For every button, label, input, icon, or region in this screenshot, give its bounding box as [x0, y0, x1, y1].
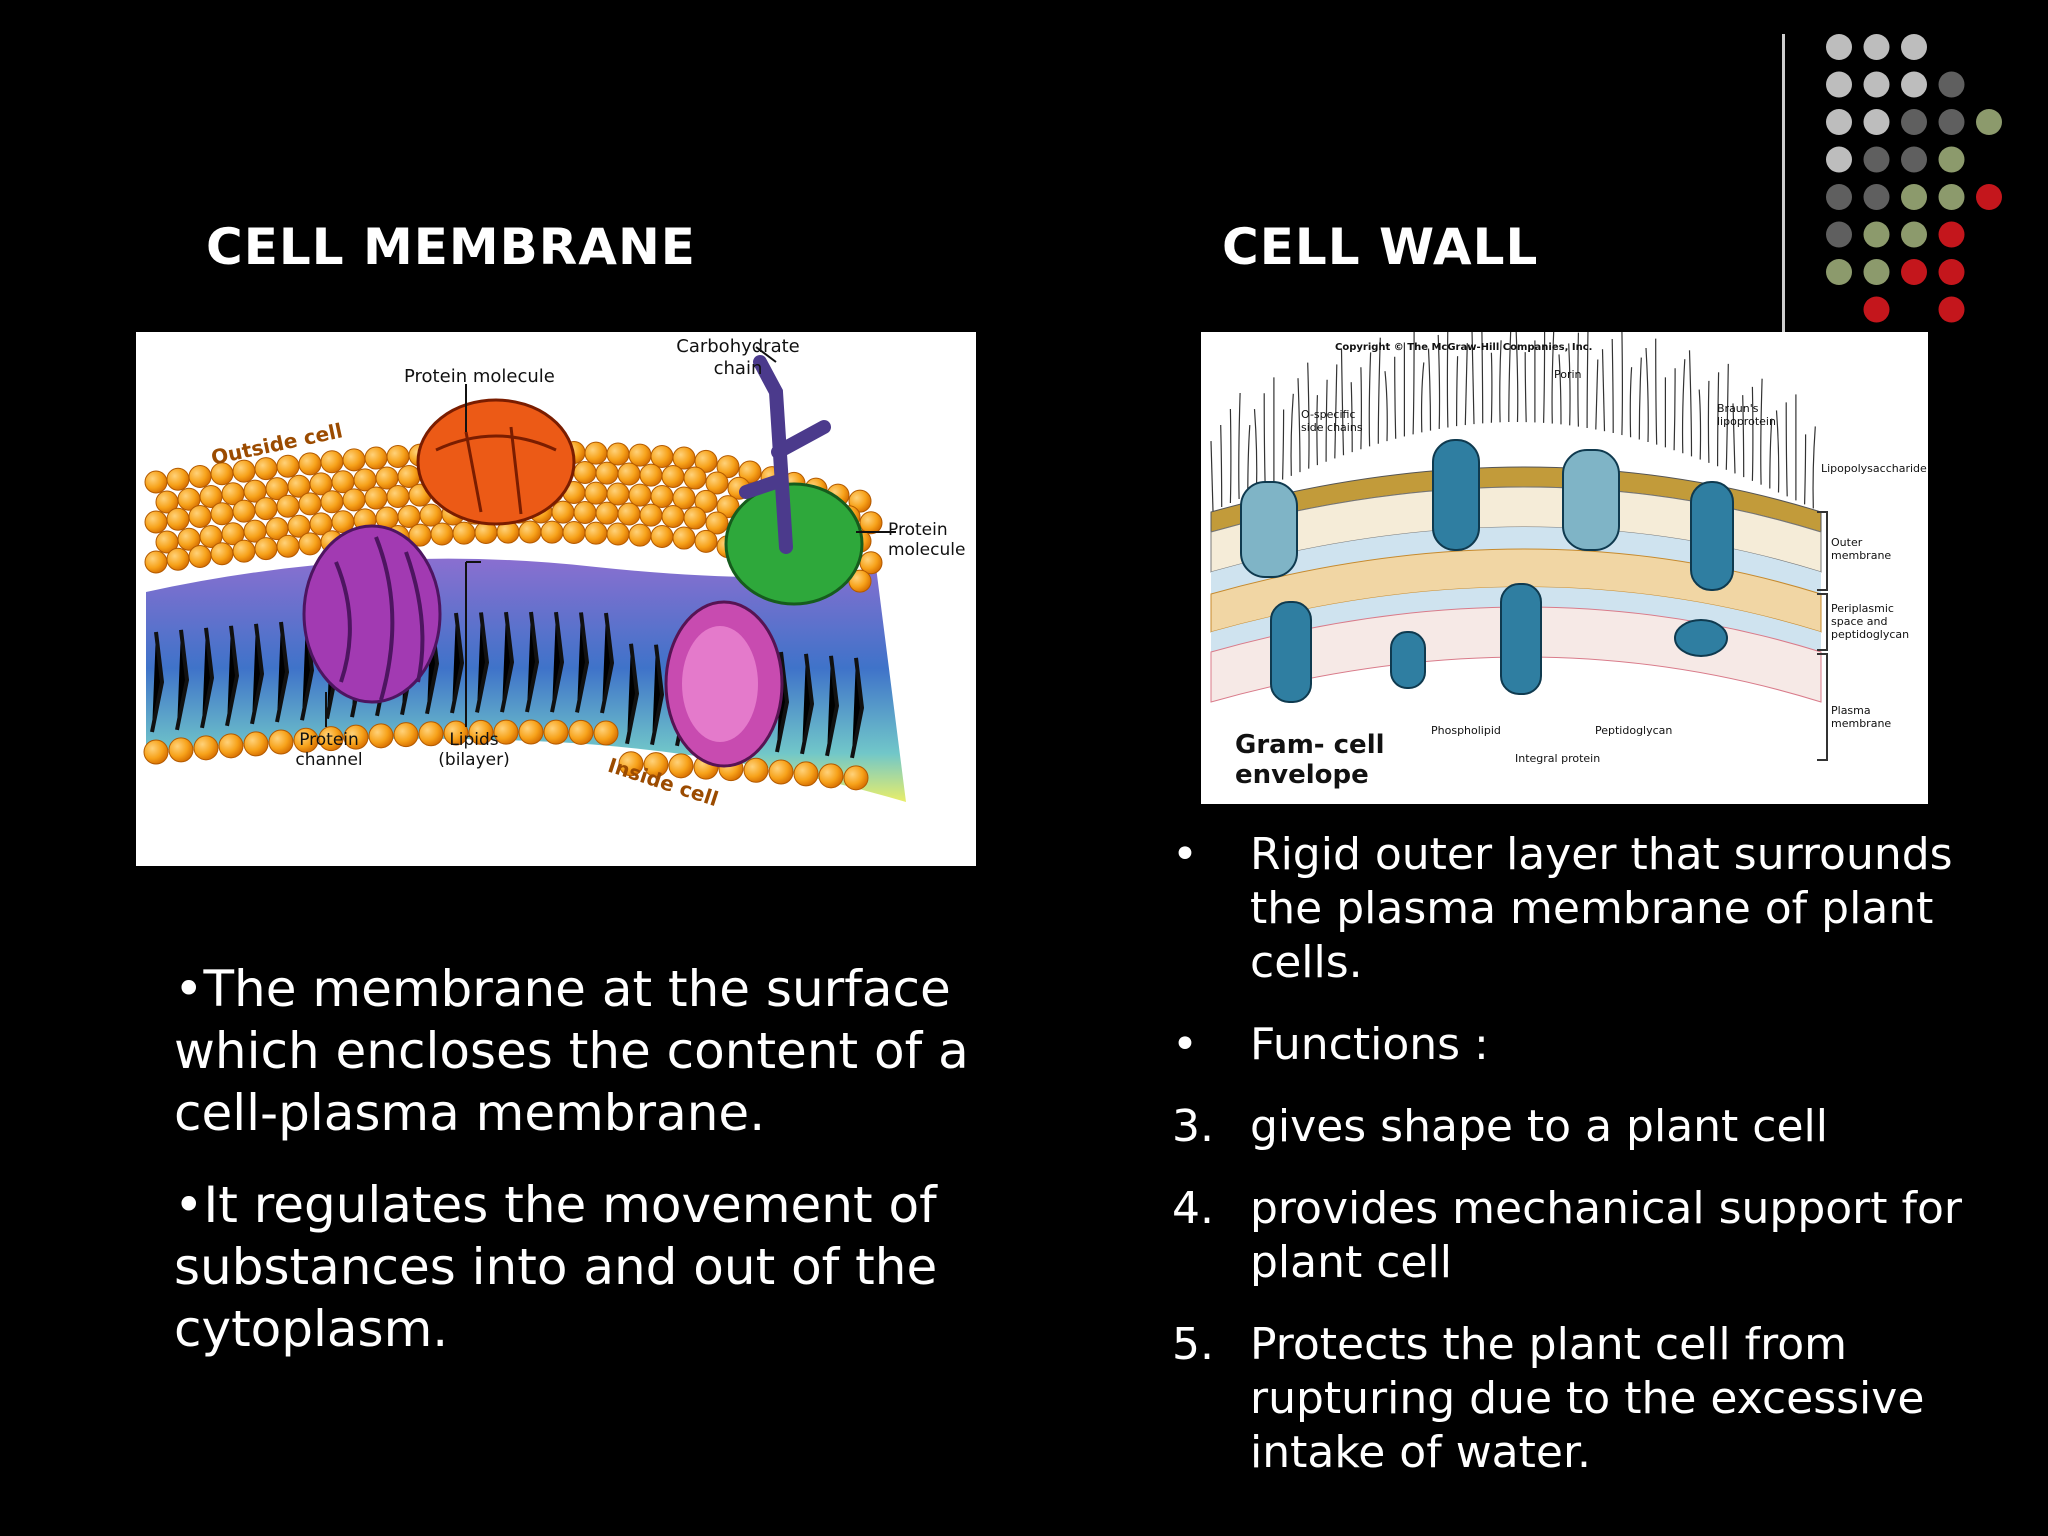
membrane-point-1: •The membrane at the surface which enclo… — [174, 960, 969, 1142]
list-item-text: provides mechanical support for plant ce… — [1250, 1183, 1963, 1288]
list-item: 3. gives shape to a plant cell — [1172, 1100, 2012, 1154]
cell-wall-heading: CELL WALL — [1222, 218, 1539, 276]
protein-channel-label: Protein channel — [295, 730, 363, 770]
decorative-dot — [1901, 109, 1927, 135]
decorative-dot — [1938, 71, 1965, 98]
protein-molecule-right-label: Protein molecule — [888, 520, 966, 560]
envelope-illustration — [1210, 332, 1828, 761]
peptidoglycan-label: Peptidoglycan — [1595, 724, 1673, 737]
decorative-dot — [1863, 221, 1890, 248]
decorative-dot — [1826, 146, 1852, 173]
list-marker: 4. — [1172, 1183, 1214, 1234]
list-item-text: Rigid outer layer that surrounds the pla… — [1250, 829, 1953, 988]
decorative-dot — [1901, 221, 1927, 248]
caption-line-1: Gram- cell — [1235, 730, 1385, 760]
cell-membrane-heading: CELL MEMBRANE — [206, 218, 696, 276]
decorative-dot — [1901, 71, 1927, 98]
decorative-dot — [1826, 71, 1852, 98]
decorative-dot — [1901, 184, 1927, 210]
membrane-illustration — [143, 346, 906, 802]
list-marker: • — [1172, 829, 1198, 880]
membrane-point-2: •It regulates the movement of substances… — [174, 1176, 938, 1358]
brauns-lipoprotein-label: Braun's lipoprotein — [1717, 402, 1776, 428]
lipids-label: Lipids (bilayer) — [438, 730, 510, 770]
decorative-dot — [1863, 184, 1890, 210]
list-item: • Functions : — [1172, 1018, 2012, 1072]
list-marker: • — [1172, 1019, 1198, 1070]
list-item: 4. provides mechanical support for plant … — [1172, 1182, 2012, 1290]
list-item-text: Functions : — [1250, 1019, 1489, 1070]
carbohydrate-chain-label: Carbohydrate chain — [676, 336, 800, 379]
plasma-membrane-label: Plasma membrane — [1831, 704, 1892, 730]
lipopolysaccharide-label: Lipopolysaccharide — [1821, 462, 1927, 475]
decorative-dot — [1938, 146, 1965, 173]
decorative-dot — [1976, 184, 2002, 210]
periplasmic-label: Periplasmic space and peptidoglycan — [1831, 602, 1910, 641]
decorative-dot — [1938, 109, 1965, 135]
cell-wall-list: • Rigid outer layer that surrounds the pl… — [1172, 828, 2012, 1508]
decorative-dot — [1863, 34, 1890, 60]
decorative-dot — [1863, 259, 1890, 285]
list-item-text: gives shape to a plant cell — [1250, 1101, 1828, 1152]
decorative-dot — [1826, 109, 1852, 135]
list-item: • Rigid outer layer that surrounds the pl… — [1172, 828, 2012, 990]
decorative-dot — [1863, 146, 1890, 173]
decorative-dot — [1901, 34, 1927, 60]
decorative-dot — [1938, 184, 1965, 210]
decorative-dot — [1901, 259, 1927, 285]
divider-line — [1782, 34, 1785, 332]
cell-membrane-description: •The membrane at the surface which enclo… — [174, 958, 1034, 1390]
decorative-dot — [1938, 221, 1965, 248]
decorative-dot — [1901, 146, 1927, 173]
phospholipid-label: Phospholipid — [1431, 724, 1501, 737]
decorative-dot — [1826, 259, 1852, 285]
decorative-dot — [1863, 109, 1890, 135]
list-marker: 3. — [1172, 1101, 1214, 1152]
protein-molecule-top-label: Protein molecule — [404, 366, 555, 387]
decorative-dot — [1863, 71, 1890, 98]
porin-label: Porin — [1554, 368, 1582, 381]
caption-line-2: envelope — [1235, 760, 1369, 790]
decorative-dot-grid — [1826, 34, 2002, 323]
decorative-dot — [1826, 34, 1852, 60]
list-item: 5. Protects the plant cell from rupturing… — [1172, 1318, 2012, 1480]
cell-membrane-diagram: Carbohydrate chain Protein molecule Outs… — [136, 332, 976, 866]
list-marker: 5. — [1172, 1319, 1214, 1370]
decorative-dot — [1826, 184, 1852, 210]
gram-negative-envelope-diagram: Copyright © The McGraw-Hill Companies, I… — [1201, 332, 1928, 804]
decorative-dot — [1938, 296, 1965, 323]
decorative-dot — [1938, 259, 1965, 285]
decorative-dot — [1863, 296, 1890, 323]
copyright-label: Copyright © The McGraw-Hill Companies, I… — [1335, 342, 1593, 353]
figure-caption: Gram- cell envelope — [1235, 730, 1385, 790]
decorative-dot — [1826, 221, 1852, 248]
o-specific-label: O-specific side chains — [1301, 408, 1363, 434]
integral-protein-label: Integral protein — [1515, 752, 1601, 765]
list-item-text: Protects the plant cell from rupturing d… — [1250, 1319, 1925, 1478]
decorative-dot — [1976, 109, 2002, 135]
outer-membrane-label: Outer membrane — [1831, 536, 1892, 562]
